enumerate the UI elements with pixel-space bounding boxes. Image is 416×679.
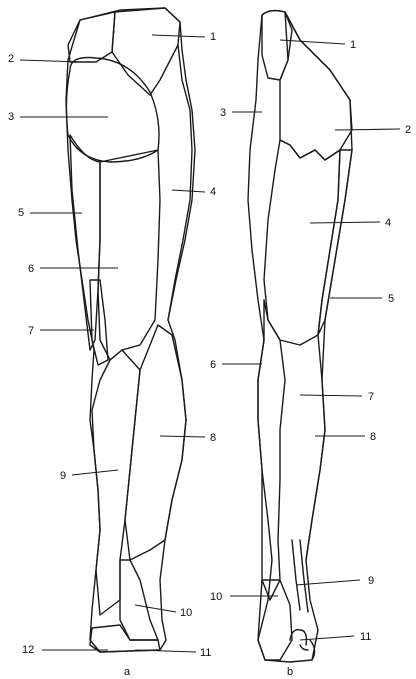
panel-b-label-1: 1 (350, 39, 356, 51)
panel-b-region-4 (264, 140, 340, 345)
panel-a-label-6: 6 (28, 263, 34, 275)
panel-b-label-3: 3 (220, 107, 226, 119)
panel-b-label-8: 8 (370, 431, 376, 443)
panel-a-label-5: 5 (18, 207, 24, 219)
panel-b-label-4: 4 (385, 217, 391, 229)
panel-a-label-9: 9 (60, 470, 66, 482)
panel-b-region-11 (290, 630, 315, 660)
panel-b-label-7: 7 (368, 391, 374, 403)
panel-b-label-2: 2 (405, 124, 411, 136)
panel-a-region-1 (112, 8, 180, 95)
panel-b-labels: 1 2 3 4 5 6 7 8 9 10 11 b (210, 39, 411, 678)
panel-a-region-10 (120, 560, 158, 640)
panel-b-label-11: 11 (360, 631, 371, 643)
panel-b-caption: b (287, 666, 293, 678)
panel-b-label-9: 9 (368, 575, 374, 587)
panel-a-label-4: 4 (210, 186, 216, 198)
panel-a-region-5 (70, 135, 100, 350)
panel-a-label-1: 1 (210, 31, 216, 43)
panel-a-label-10: 10 (180, 607, 192, 619)
panel-a-region-6 (98, 150, 160, 360)
panel-b-label-10: 10 (210, 591, 222, 603)
panel-a-label-7: 7 (28, 325, 34, 337)
panel-a-label-3: 3 (8, 111, 14, 123)
panel-b-label-6: 6 (210, 359, 216, 371)
panel-a-region-3 (66, 58, 159, 163)
panel-a-label-12: 12 (22, 644, 34, 656)
panel-a-label-8: 8 (210, 432, 216, 444)
panel-b-region-5 (318, 150, 352, 335)
panel-a-label-2: 2 (8, 53, 14, 65)
panel-b-label-5: 5 (388, 293, 394, 305)
panel-a-region-8 (125, 325, 186, 560)
panel-a-region-4 (168, 45, 192, 320)
panel-a-region-9 (92, 350, 140, 615)
panel-a-caption: a (124, 666, 131, 678)
panel-b-region-9 (292, 540, 308, 612)
panel-a-label-11: 11 (200, 647, 211, 659)
panel-a-labels: 1 2 3 4 5 6 7 8 9 10 11 12 a (8, 31, 216, 678)
panel-b-leg (248, 11, 352, 662)
